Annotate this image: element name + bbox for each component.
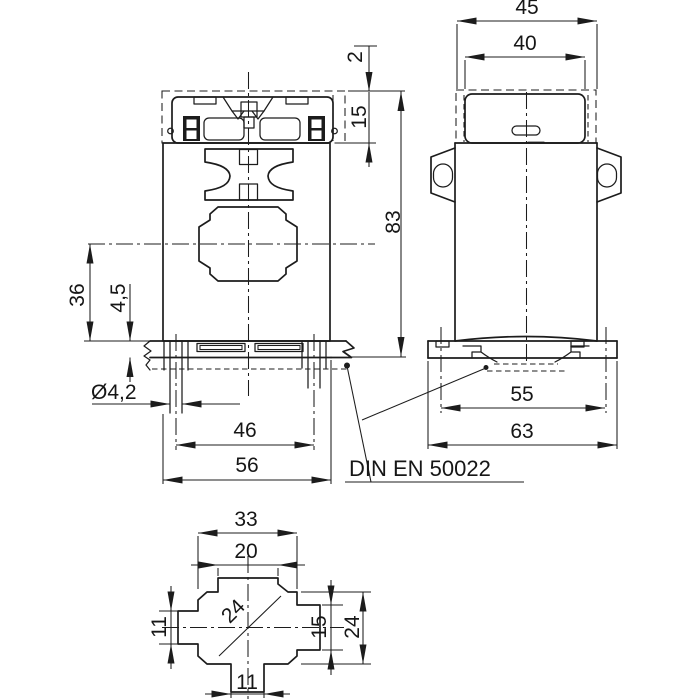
dim-detail-diagonal: 24: [217, 595, 250, 628]
dim-detail-window-height: 24: [341, 615, 364, 639]
dim-front-clip-depth: 4,5: [107, 283, 130, 312]
leader-dot-side: [483, 365, 489, 370]
dim-detail-right-slot-height: 15: [308, 615, 331, 638]
dim-side-foot-width: 63: [510, 420, 533, 443]
dim-front-body-width: 56: [235, 454, 258, 477]
front-terminal-block: [167, 96, 338, 144]
dim-front-terminal-height: 15: [348, 105, 371, 128]
side-view: [427, 89, 622, 413]
terminal-window-left: [203, 117, 245, 141]
dim-front-hole-diameter: Ø4,2: [91, 381, 137, 404]
front-dimensions: 2 15 83 36 4,5 Ø4,2 46 56: [66, 45, 406, 484]
dim-side-cover-width: 40: [513, 32, 536, 55]
fixing-hole-left: [163, 334, 189, 450]
front-din-foot: [143, 334, 355, 450]
terminal-screw-right: [308, 116, 325, 141]
label-din-rail-standard: DIN EN 50022: [349, 456, 491, 481]
dim-front-overall-height: 83: [382, 210, 405, 233]
fixing-hole-right: [301, 334, 327, 450]
detail-dimensions: 33 20 11 24 15 24 11: [148, 508, 371, 698]
diagonal-dim-line: [218, 595, 282, 657]
leader-dot-front: [344, 362, 350, 369]
side-dimensions: 45 40 55 63: [427, 0, 618, 449]
rail-clip-right: [554, 345, 590, 363]
dim-front-cover-gap: 2: [344, 51, 367, 63]
rail-clip-point: [330, 340, 355, 359]
front-body: [88, 72, 375, 396]
dim-side-rail-span: 55: [510, 383, 533, 406]
break-line: [143, 340, 152, 371]
front-view: [88, 72, 375, 450]
terminal-window-right: [259, 117, 301, 141]
side-body: [430, 92, 622, 362]
core-spool: [204, 148, 294, 201]
rail-clip-left: [462, 345, 498, 363]
dim-front-center-to-rail: 36: [66, 283, 89, 306]
din-standard-callout: DIN EN 50022: [344, 362, 524, 483]
dim-detail-bottom-slot-width: 11: [236, 671, 258, 694]
side-din-foot: [427, 327, 618, 413]
dim-detail-left-slot-height: 11: [148, 616, 171, 638]
mount-wing-left: [430, 147, 456, 203]
terminal-screw-left: [183, 116, 200, 141]
primary-window-aperture: [198, 206, 298, 282]
dim-side-top-width: 45: [515, 0, 538, 19]
dim-front-hole-spacing: 46: [233, 419, 256, 442]
dim-detail-outer-width: 33: [234, 508, 257, 531]
mount-wing-right: [596, 147, 622, 203]
dim-detail-top-slot-width: 20: [234, 540, 257, 563]
